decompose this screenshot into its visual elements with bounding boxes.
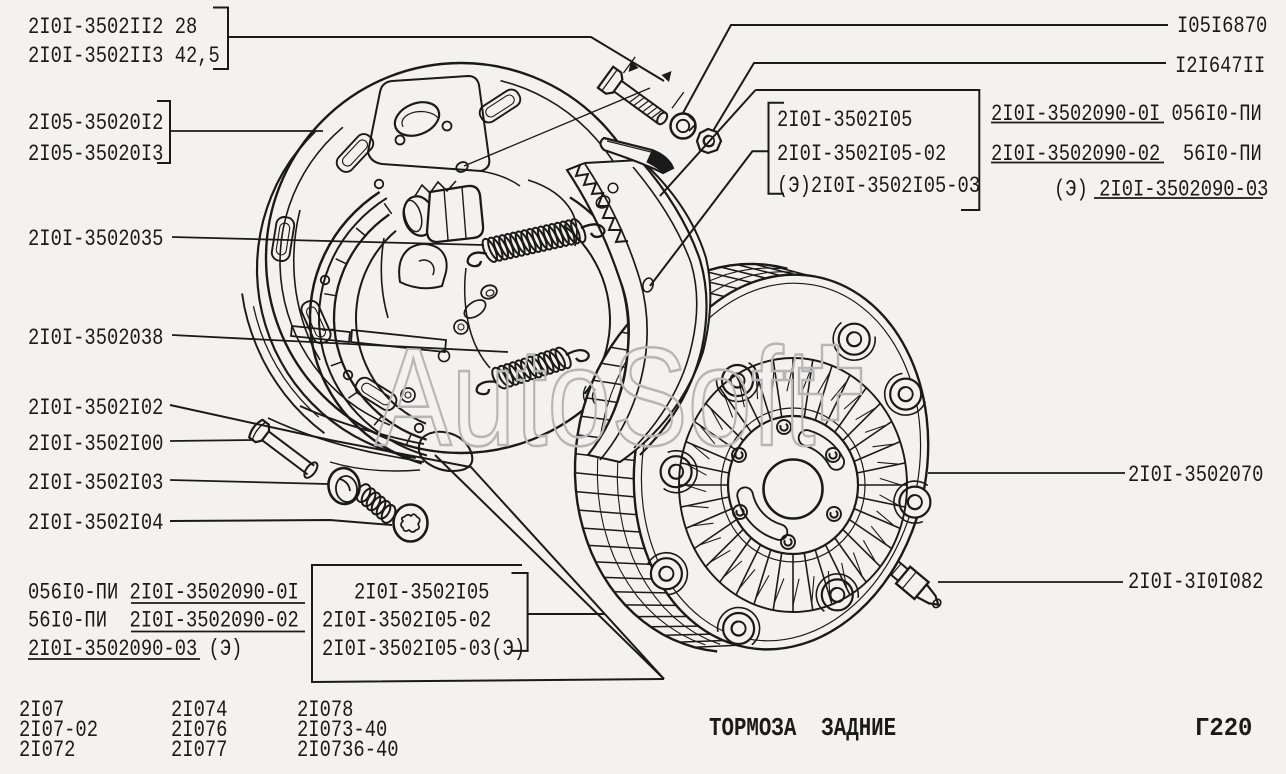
svg-text:2I0I-3502I05: 2I0I-3502I05	[354, 581, 489, 606]
svg-text:056I0-ПИ 2I0I-3502090-0I: 056I0-ПИ 2I0I-3502090-0I	[28, 581, 299, 606]
svg-text:2I0I-3502I00: 2I0I-3502I00	[28, 432, 163, 457]
svg-text:I2I647II: I2I647II	[1175, 54, 1265, 79]
svg-text:I05I6870: I05I6870	[1177, 14, 1267, 39]
svg-text:Г220: Г220	[1195, 713, 1252, 743]
svg-text:2I074: 2I074	[171, 698, 227, 723]
svg-text:2I0I-3502I05-03(Э): 2I0I-3502I05-03(Э)	[322, 637, 525, 662]
svg-text:2I0I-3502I05-02: 2I0I-3502I05-02	[777, 142, 946, 167]
svg-text:2I0736-40: 2I0736-40	[297, 738, 399, 763]
svg-text:2I078: 2I078	[297, 698, 353, 723]
svg-text:2I0I-3502070: 2I0I-3502070	[1128, 463, 1263, 488]
svg-text:2I076: 2I076	[171, 718, 227, 743]
svg-text:2I0I-3502038: 2I0I-3502038	[28, 326, 163, 351]
svg-text:(Э)2I0I-3502I05-03: (Э)2I0I-3502I05-03	[777, 174, 980, 199]
svg-text:2I072: 2I072	[19, 738, 75, 763]
svg-text:2I05-35020I3: 2I05-35020I3	[28, 142, 163, 167]
svg-text:2I0I-3502II2 28: 2I0I-3502II2 28	[28, 15, 197, 40]
svg-text:2I07: 2I07	[19, 698, 64, 723]
svg-text:2I073-40: 2I073-40	[297, 718, 387, 743]
svg-text:2I05-35020I2: 2I05-35020I2	[28, 111, 163, 136]
svg-text:2I0I-3502035: 2I0I-3502035	[28, 227, 163, 252]
svg-text:2I0I-3502II3 42,5: 2I0I-3502II3 42,5	[28, 44, 220, 69]
svg-text:2I0I-3I0I082: 2I0I-3I0I082	[1128, 570, 1263, 595]
svg-text:2I077: 2I077	[171, 738, 227, 763]
svg-text:2I0I-3502I05: 2I0I-3502I05	[777, 108, 912, 133]
svg-text:(Э) 2I0I-3502090-03: (Э) 2I0I-3502090-03	[1054, 178, 1268, 203]
svg-text:2I0I-3502I05-02: 2I0I-3502I05-02	[322, 609, 491, 634]
svg-text:2I0I-3502I03: 2I0I-3502I03	[28, 471, 163, 496]
svg-text:2I0I-3502090-02 56I0-ПИ: 2I0I-3502090-02 56I0-ПИ	[991, 142, 1262, 167]
svg-text:2I0I-3502090-0I 056I0-ПИ: 2I0I-3502090-0I 056I0-ПИ	[991, 102, 1262, 127]
svg-text:56I0-ПИ 2I0I-3502090-02: 56I0-ПИ 2I0I-3502090-02	[28, 609, 299, 634]
svg-text:2I0I-3502I02: 2I0I-3502I02	[28, 396, 163, 421]
svg-text:2I07-02: 2I07-02	[19, 718, 98, 743]
svg-text:AutoSoft: AutoSoft	[375, 319, 815, 475]
svg-text:2I0I-3502I04: 2I0I-3502I04	[28, 511, 163, 536]
svg-text:ТОРМОЗА ЗАДНИЕ: ТОРМОЗА ЗАДНИЕ	[709, 714, 896, 744]
